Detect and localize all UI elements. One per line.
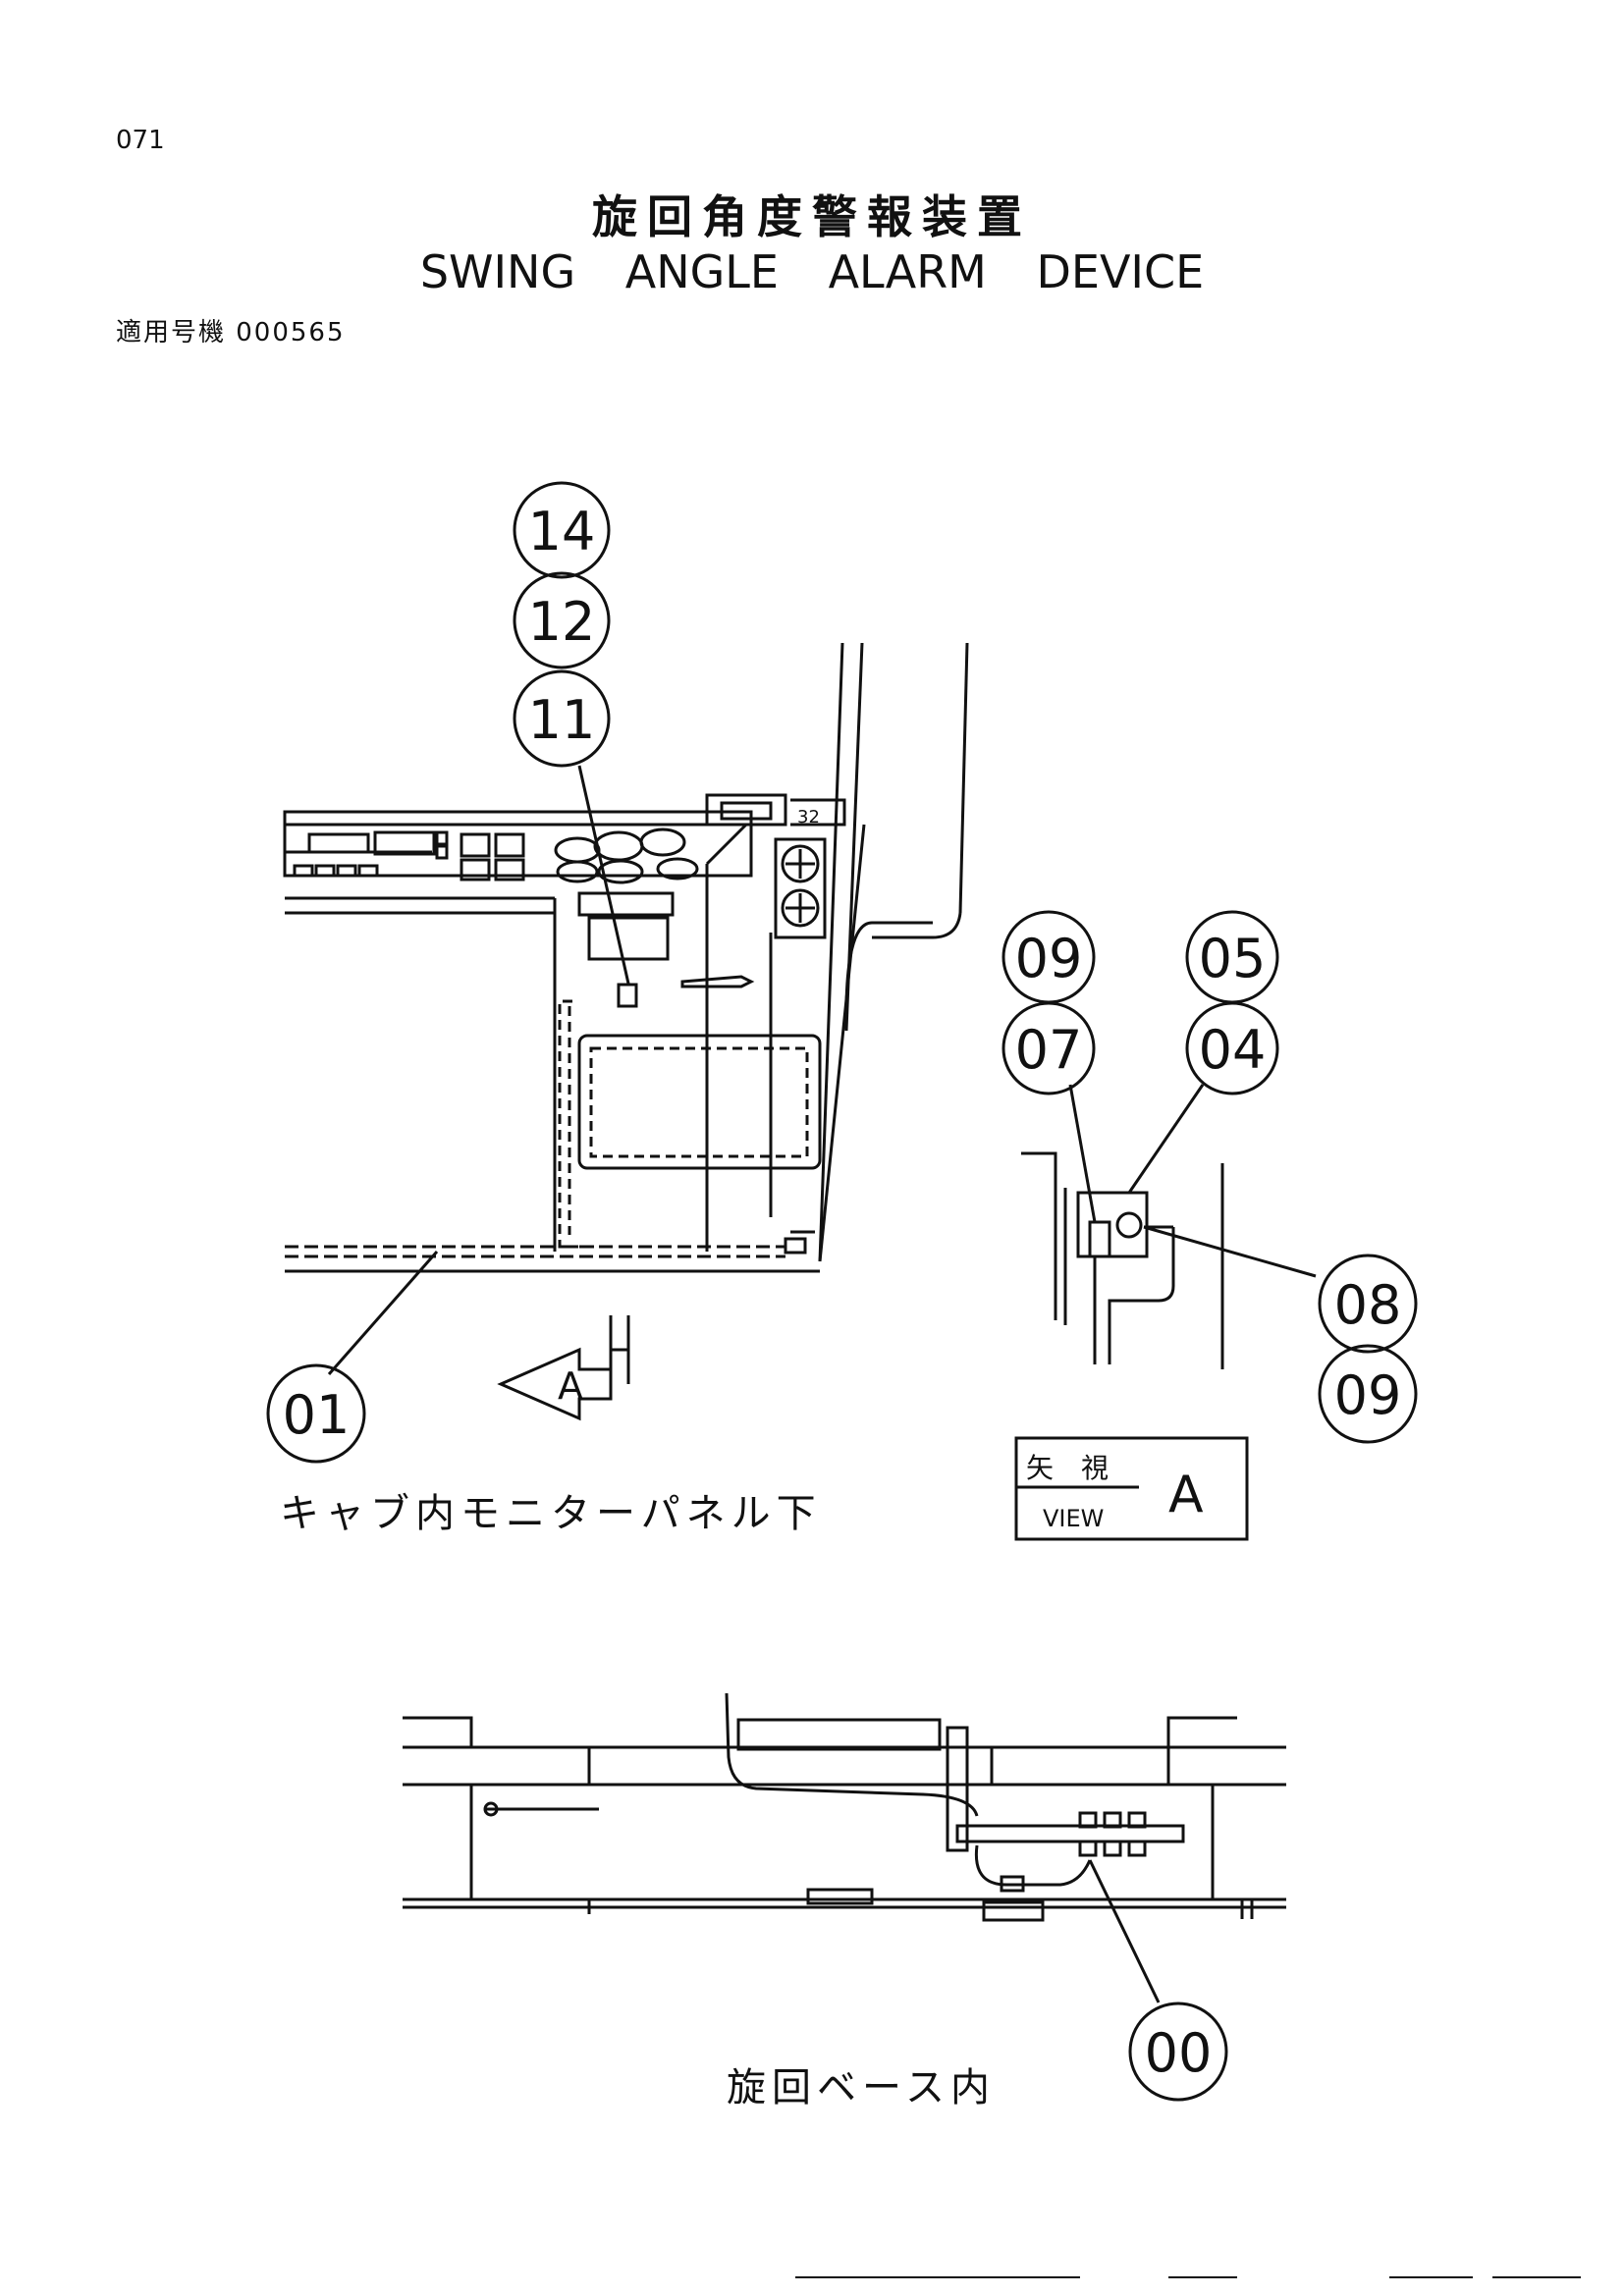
applicable-serial: 適用号機 000565 [116,318,346,347]
callout-04-text: 04 [1199,1019,1267,1081]
view-arrow-label: A [558,1364,583,1408]
callout-11-text: 11 [528,689,596,751]
callout-07 [1001,1001,1096,1095]
page-number: 071 [116,126,165,155]
callout-01 [266,1363,366,1464]
swing-base-drawing [403,1692,1286,2003]
callout-05-text: 05 [1199,928,1267,989]
cab-monitor-panel-drawing: 32 A [283,642,969,1421]
callout-08-text: 08 [1334,1274,1402,1336]
title-japanese: 旋回角度警報装置 [592,190,1032,243]
callout-00 [1128,2002,1228,2102]
callout-09-bottom [1318,1344,1418,1444]
callout-14-text: 14 [528,501,596,562]
view-a-detail-drawing [1021,1084,1317,1369]
callout-09-bottom-text: 09 [1334,1364,1402,1426]
view-jp-label: 矢 視 [1026,1452,1109,1484]
svg-text:32: 32 [797,807,820,828]
callout-11 [513,669,611,768]
view-a-box: 矢 視 VIEW A [1014,1436,1249,1541]
view-en-label: VIEW [1043,1505,1104,1532]
caption-swing-base: 旋回ベース内 [727,2065,996,2110]
callout-00-text: 00 [1145,2022,1213,2084]
caption-cab-monitor-panel: キャブ内モニターパネル下 [280,1491,822,1536]
callout-09-top-text: 09 [1015,928,1083,989]
callout-12-text: 12 [528,591,596,653]
callout-01-text: 01 [283,1384,351,1446]
callout-14 [513,481,611,579]
view-letter: A [1168,1466,1204,1524]
callout-04 [1185,1001,1279,1095]
callout-08 [1318,1254,1418,1354]
title-english: SWING ANGLE ALARM DEVICE [419,245,1205,298]
callout-12 [513,571,611,669]
callout-07-text: 07 [1015,1019,1083,1081]
